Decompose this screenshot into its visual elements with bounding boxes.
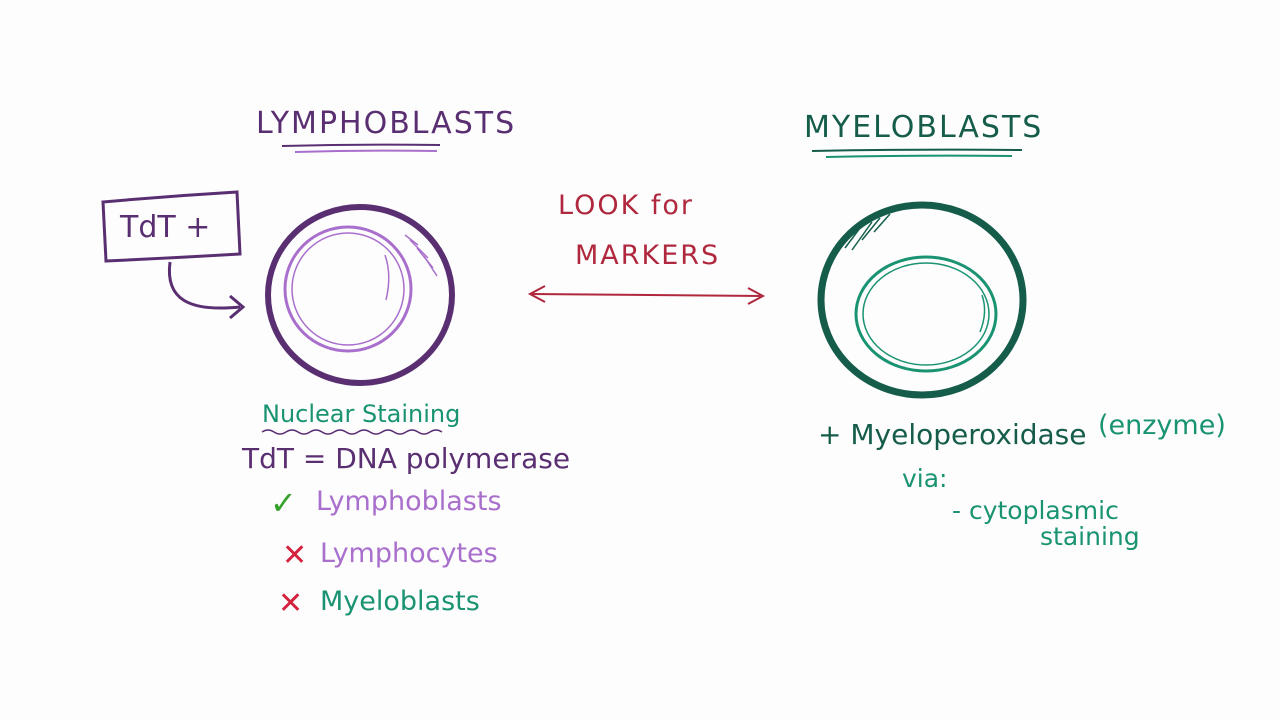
cross-icon: ✕ bbox=[282, 538, 307, 573]
myeloblasts-underline bbox=[812, 150, 1022, 151]
cross-icon: ✕ bbox=[278, 586, 303, 621]
lymphoblasts-underline bbox=[282, 145, 440, 146]
checklist-item-lymphocytes: Lymphocytes bbox=[320, 538, 498, 569]
markers-label: MARKERS bbox=[575, 240, 720, 271]
myeloperoxidase-marker: + Myeloperoxidase bbox=[818, 418, 1087, 451]
myeloblasts-title: MYELOBLASTS bbox=[804, 110, 1043, 145]
myeloblast-shine bbox=[980, 295, 985, 332]
tdt-arrow bbox=[169, 262, 240, 308]
lymphoblast-nucleus bbox=[285, 227, 411, 351]
lymphoblasts-underline-2 bbox=[295, 151, 437, 152]
lymphoblast-nucleus-inner bbox=[292, 233, 404, 345]
via-label: via: bbox=[902, 464, 947, 493]
checklist-item-myeloblasts: Myeloblasts bbox=[320, 586, 480, 617]
lymphoblasts-title: LYMPHOBLASTS bbox=[256, 106, 516, 141]
tdt-definition: TdT = DNA polymerase bbox=[242, 442, 570, 475]
lymphoblast-shine bbox=[385, 255, 389, 300]
checklist-item-lymphoblasts: Lymphoblasts bbox=[316, 486, 502, 517]
enzyme-note: (enzyme) bbox=[1098, 410, 1226, 441]
staining-label: staining bbox=[1040, 522, 1140, 551]
tdt-marker-box-label: TdT + bbox=[120, 210, 210, 245]
check-icon: ✓ bbox=[270, 484, 297, 522]
cytoplasmic-label: - cytoplasmic bbox=[952, 496, 1119, 525]
look-for-label: LOOK for bbox=[558, 190, 694, 221]
staining-underline bbox=[262, 430, 442, 434]
lymphoblast-cell-membrane bbox=[268, 207, 452, 383]
myeloblast-nucleus bbox=[856, 257, 996, 371]
nuclear-staining-label: Nuclear Staining bbox=[262, 400, 460, 428]
myeloblasts-underline-2 bbox=[826, 156, 1012, 157]
myeloblast-nucleus-inner bbox=[863, 263, 989, 365]
double-arrow-line bbox=[530, 294, 763, 296]
